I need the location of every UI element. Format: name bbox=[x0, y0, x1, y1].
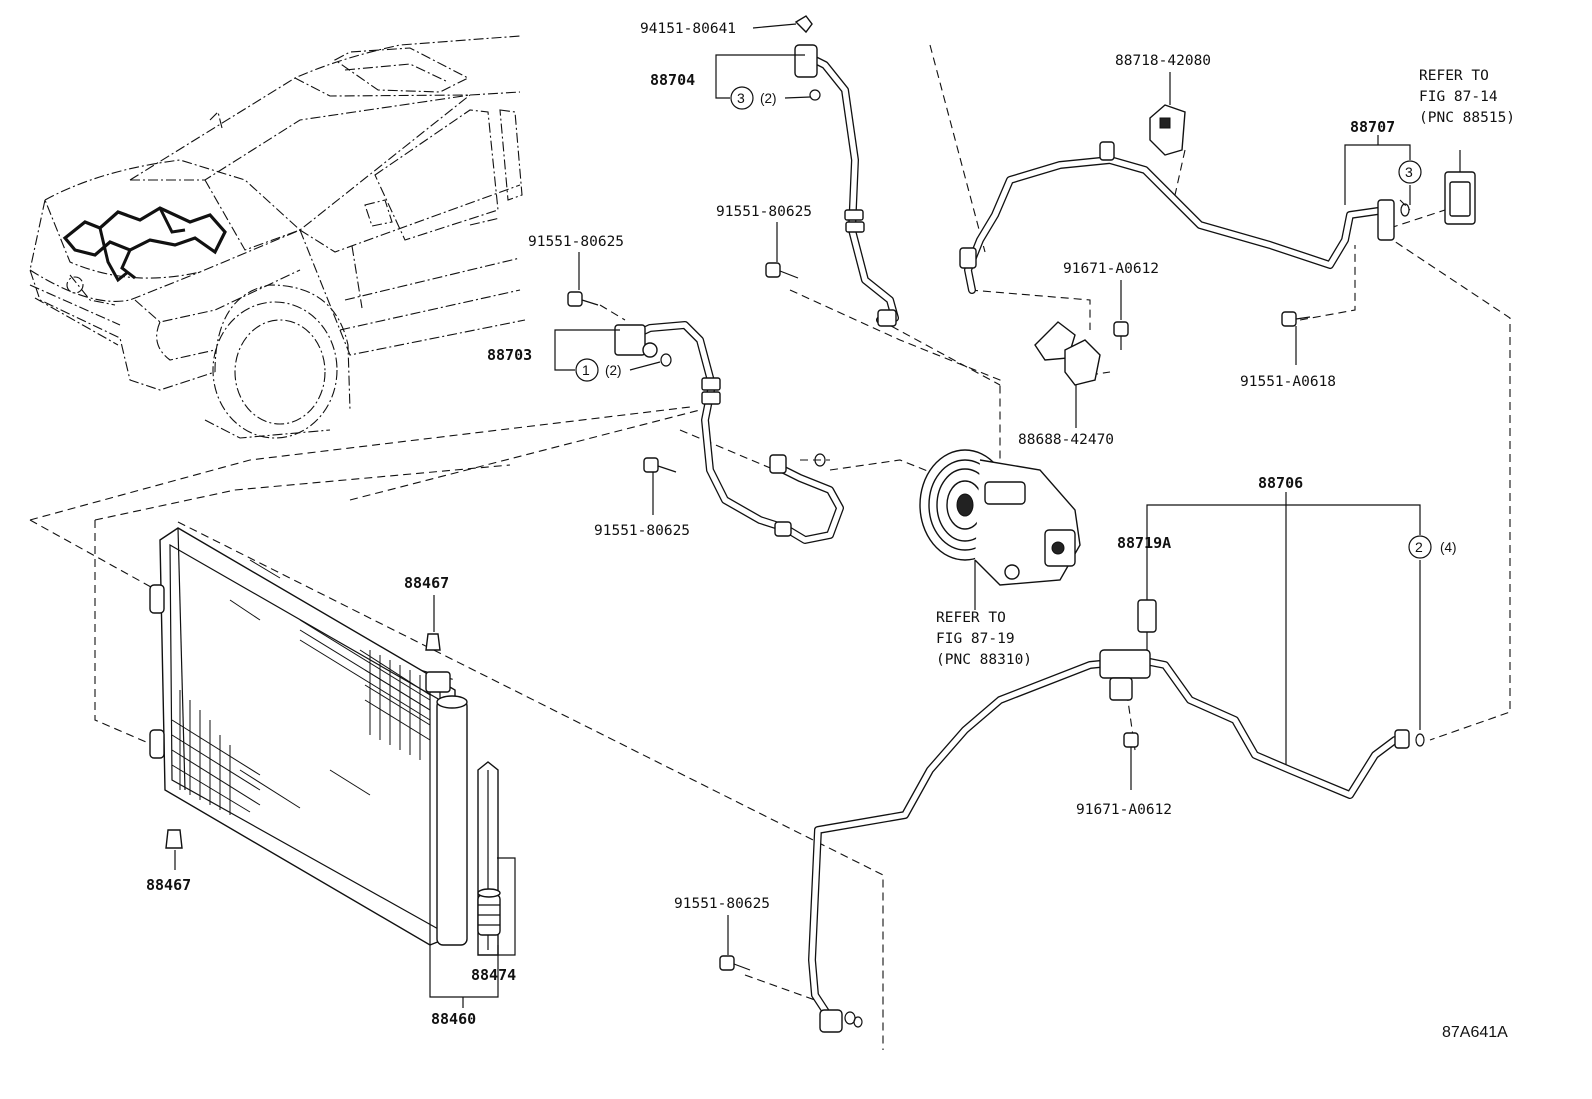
bolt-91551-a0618 bbox=[1281, 311, 1311, 365]
ring-88706-circle: 2 bbox=[1415, 539, 1423, 555]
tube-88707 bbox=[959, 141, 1410, 294]
label-88718-42080: 88718-42080 bbox=[1115, 53, 1211, 69]
label-88467-upper: 88467 bbox=[404, 574, 449, 592]
part-labels: 94151-80641 88704 3 (2) 88718-42080 REFE… bbox=[146, 21, 1515, 1041]
label-91671-a0612-lower: 91671-A0612 bbox=[1076, 802, 1172, 818]
label-88460: 88460 bbox=[431, 1010, 476, 1028]
ring-88704-qty: (2) bbox=[760, 91, 777, 106]
bolt-91551-c bbox=[643, 457, 677, 515]
bolt-91551-d bbox=[719, 915, 751, 971]
label-88474: 88474 bbox=[471, 966, 516, 984]
dashed-leader-lines bbox=[29, 44, 1511, 1050]
bolt-91671-lower bbox=[1123, 732, 1139, 790]
bolt-91551-a bbox=[567, 252, 599, 307]
label-88688-42470: 88688-42470 bbox=[1018, 432, 1114, 448]
label-94151-80641: 94151-80641 bbox=[640, 21, 736, 37]
suction-hose-88704 bbox=[794, 15, 899, 327]
ref-fig-87-14-line2: FIG 87-14 bbox=[1419, 89, 1498, 105]
bolt-91551-b bbox=[765, 222, 799, 279]
label-88719a: 88719A bbox=[1117, 534, 1171, 552]
ring-88707-circle: 3 bbox=[1405, 164, 1413, 180]
discharge-hose-88703 bbox=[614, 321, 844, 544]
compressor bbox=[919, 449, 1081, 610]
cushion-lower bbox=[165, 829, 183, 849]
vehicle-illustration bbox=[29, 35, 526, 439]
figure-id: 87A641A bbox=[1442, 1024, 1508, 1041]
label-brackets bbox=[554, 54, 1421, 765]
condenser-assembly bbox=[149, 527, 516, 1008]
ring-88703-circle: 1 bbox=[582, 362, 590, 378]
ring-88704-circle: 3 bbox=[737, 90, 745, 106]
ref-fig-87-19-line1: REFER TO bbox=[936, 610, 1006, 626]
label-91551-80625-top: 91551-80625 bbox=[716, 204, 812, 220]
label-88703: 88703 bbox=[487, 346, 532, 364]
label-88706: 88706 bbox=[1258, 474, 1303, 492]
bolt-91671-upper bbox=[1113, 280, 1129, 350]
ref-fig-87-19-line3: (PNC 88310) bbox=[936, 652, 1032, 668]
label-88707: 88707 bbox=[1350, 118, 1395, 136]
ref-fig-87-19-line2: FIG 87-19 bbox=[936, 631, 1015, 647]
cushion-upper bbox=[425, 633, 441, 651]
label-91551-80625-mid: 91551-80625 bbox=[594, 523, 690, 539]
label-88467-lower: 88467 bbox=[146, 876, 191, 894]
ref-fig-87-14-line1: REFER TO bbox=[1419, 68, 1489, 84]
expansion-valve bbox=[1444, 150, 1476, 225]
label-91551-80625-left: 91551-80625 bbox=[528, 234, 624, 250]
ring-88703-qty: (2) bbox=[605, 363, 622, 378]
clamps-and-bolts bbox=[567, 23, 1311, 971]
liquid-tube-88706 bbox=[808, 599, 1425, 1033]
ref-fig-87-14-line3: (PNC 88515) bbox=[1419, 110, 1515, 126]
ring-88706-qty: (4) bbox=[1440, 540, 1457, 555]
label-88704: 88704 bbox=[650, 71, 695, 89]
label-91671-a0612-upper: 91671-A0612 bbox=[1063, 261, 1159, 277]
label-91551-80625-bottom: 91551-80625 bbox=[674, 896, 770, 912]
label-91551-a0618: 91551-A0618 bbox=[1240, 374, 1336, 390]
